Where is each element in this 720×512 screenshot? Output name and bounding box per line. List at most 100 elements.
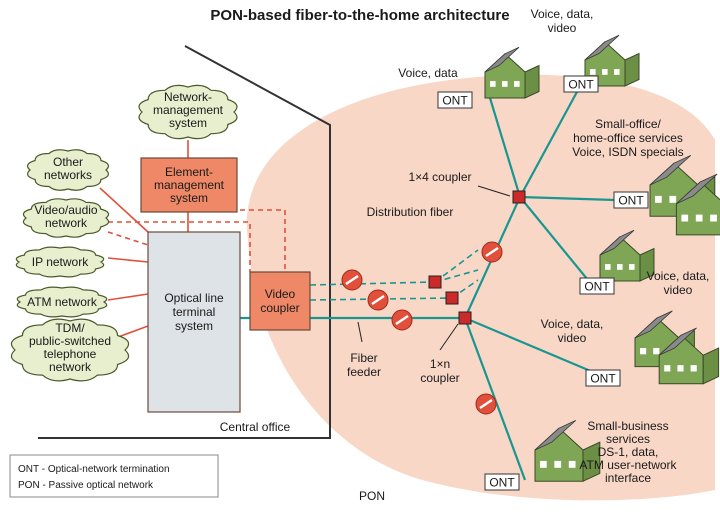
video-coupler-box [249, 271, 311, 331]
coupler-1xn-label-line: 1×n [430, 357, 450, 371]
diagram-title: PON-based fiber-to-the-home architecture [210, 7, 509, 24]
video-coupler-label-line: coupler [260, 301, 299, 315]
endpoint-top-left-line: Voice, data [398, 66, 458, 80]
endpoint-business-line: ATM user-network [579, 458, 677, 472]
ip-network-label-line: IP network [32, 255, 89, 269]
pon-label: PON [359, 489, 385, 503]
network-management-label-line: Network- [164, 90, 212, 104]
splice-symbol [341, 269, 363, 291]
central-office-label: Central office [220, 420, 291, 434]
ont-top-right: ONT [563, 75, 599, 93]
endpoint-business-line: DS-1, data, [598, 445, 659, 459]
pstn-label-line: public-switched [29, 334, 111, 348]
label-arrows [357, 185, 511, 351]
endpoint-soho: Small-office/home-office servicesVoice, … [572, 117, 683, 159]
distribution-fiber-label: Distribution fiber [367, 205, 454, 219]
house-business [534, 419, 601, 482]
legend-ont: ONT - Optical-network termination [18, 464, 170, 475]
video-coupler-label-line: Video [265, 287, 296, 301]
endpoint-top-right: Voice, data,video [531, 7, 594, 35]
endpoint-lower-right-line: Voice, data, [541, 317, 604, 331]
ont-text: ONT [618, 194, 644, 208]
coupler-1x4-label: 1×4 coupler [408, 170, 471, 184]
legend-pon: PON - Passive optical network [18, 480, 154, 491]
ont-text: ONT [584, 280, 610, 294]
network-management-label-line: management [153, 103, 224, 117]
fiber-feeder-label-line: feeder [347, 365, 381, 379]
olt-label-line: terminal [173, 305, 216, 319]
endpoint-top-right-line: video [548, 21, 577, 35]
pstn-label-line: telephone [44, 347, 97, 361]
endpoint-lower-right: Voice, data,video [541, 317, 604, 345]
ont-mid-right: ONT [579, 277, 615, 295]
endpoint-mid-right-line: video [664, 283, 693, 297]
house-voice-data [484, 46, 540, 99]
olt-label-line: Optical line [164, 291, 224, 305]
atm-network-label: ATM network [27, 295, 98, 309]
house-voice-data-video-mid [599, 229, 655, 282]
ont-text: ONT [568, 78, 594, 92]
network-links [99, 140, 286, 341]
cloud-other-networks [26, 149, 110, 191]
central-office-outline [38, 45, 331, 439]
pstn-label-line: TDM/ [55, 321, 85, 335]
ont-text: ONT [489, 476, 515, 490]
endpoint-business-line: services [606, 432, 650, 446]
endpoint-mid-right: Voice, data,video [647, 269, 710, 297]
clouds [10, 84, 238, 382]
network-management-label-line: system [169, 116, 207, 130]
endpoint-business-line: interface [605, 471, 651, 485]
cloud-video-audio [22, 198, 110, 238]
element-management-label-line: system [170, 191, 208, 205]
coupler-1x4 [512, 190, 526, 204]
house-soho [649, 154, 720, 236]
coupler-video-b [445, 291, 459, 305]
ont-text: ONT [590, 372, 616, 386]
endpoint-top-right-line: Voice, data, [531, 7, 594, 21]
atm-network-label-line: ATM network [27, 295, 98, 309]
element-management-label-line: management [154, 178, 225, 192]
other-networks-label-line: Other [53, 155, 83, 169]
coupler-1xn-label-line: coupler [420, 371, 459, 385]
house-voice-data-video-top [584, 34, 640, 87]
video-audio-label-line: network [45, 216, 88, 230]
splice-symbol [367, 289, 389, 311]
cloud-ip-network [15, 246, 105, 278]
cloud-network-management [138, 84, 238, 140]
house-voice-data-video-low [634, 310, 720, 385]
pstn-label-line: network [49, 360, 92, 374]
endpoint-soho-line: Small-office/ [595, 117, 661, 131]
splice-symbol [481, 241, 503, 263]
ont-lower-right: ONT [585, 369, 621, 387]
other-networks-label-line: networks [44, 168, 92, 182]
splice-symbol [391, 309, 413, 331]
splice-symbols [341, 241, 503, 415]
ip-network-label: IP network [32, 255, 89, 269]
olt-box [147, 231, 241, 413]
splice-symbol [475, 393, 497, 415]
cloud-pstn [10, 318, 130, 382]
legend-box [9, 454, 219, 498]
endpoint-lower-right-line: video [558, 331, 587, 345]
element-management-label-line: Element- [165, 165, 213, 179]
cloud-atm-network [16, 286, 108, 318]
pon-region [246, 74, 716, 501]
video-audio-label-line: Video/audio [34, 203, 97, 217]
endpoint-business-line: Small-business [587, 419, 668, 433]
coupler-video-a [428, 275, 442, 289]
endpoint-soho-line: home-office services [573, 131, 683, 145]
olt-label-line: system [175, 319, 213, 333]
endpoint-top-left: Voice, data [398, 66, 458, 80]
coupler-1xn [458, 311, 472, 325]
houses [484, 34, 720, 482]
